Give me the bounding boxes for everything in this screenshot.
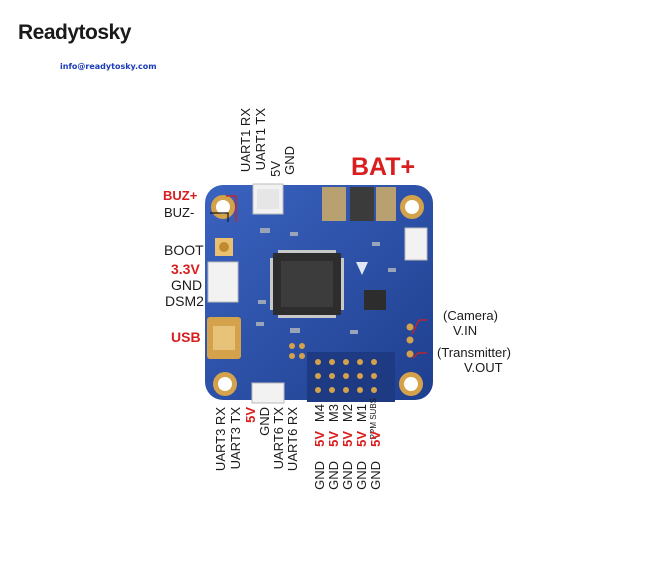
bottom-pin-label: GND <box>257 407 272 436</box>
buz-plus-label: BUZ+ <box>163 188 198 203</box>
motor-label: M4 <box>312 404 327 423</box>
bat-pad-2 <box>350 187 374 221</box>
vin-label: V.IN <box>453 323 478 338</box>
bottom-pin-label: 5V <box>243 407 258 423</box>
motor-gnd-label: GND <box>340 461 355 490</box>
motor-5v-label: 5V <box>368 431 383 447</box>
vout-label: V.OUT <box>464 360 503 375</box>
motor-label: M2 <box>340 404 355 423</box>
mounting-holes <box>211 195 424 396</box>
top-pin-label: UART1 RX <box>238 108 253 173</box>
buz-minus-label: BUZ- <box>164 205 195 220</box>
motor-5v-label: 5V <box>326 431 341 447</box>
motor-label: M3 <box>326 404 341 423</box>
transmitter-label: (Transmitter) <box>437 345 511 360</box>
motor-label: M1 <box>354 404 369 423</box>
dsm2-label: DSM2 <box>165 293 204 309</box>
camera-label: (Camera) <box>443 308 498 323</box>
brand-logo: Readytosky <box>18 21 131 44</box>
motor-gnd-label: GND <box>354 461 369 490</box>
bat-label: BAT+ <box>351 153 416 181</box>
usb-label: USB <box>171 329 201 345</box>
v33-label: 3.3V <box>171 261 200 277</box>
side-connector <box>207 261 239 303</box>
brand-email: info@readytosky.com <box>60 62 157 71</box>
motor-gnd-label: GND <box>368 461 383 490</box>
bottom-pin-label: UART3 RX <box>213 407 228 472</box>
right-connector <box>404 227 428 261</box>
top-pin-label: UART1 TX <box>253 108 268 171</box>
motor-5v-label: 5V <box>354 431 369 447</box>
bottom-pin-label: UART6 RX <box>285 407 300 472</box>
motor-5v-label: 5V <box>340 431 355 447</box>
boot-label: BOOT <box>164 242 204 258</box>
bottom-pin-label: UART3 TX <box>228 407 243 470</box>
bottom-pin-label: UART6 TX <box>271 407 286 470</box>
gnd-left-label: GND <box>171 277 203 293</box>
motor-pin-header <box>289 343 377 393</box>
bat-pad-3 <box>376 187 396 221</box>
motor-5v-label: 5V <box>312 431 327 447</box>
gyro-chip <box>364 290 386 310</box>
top-pin-label: 5V <box>268 161 283 177</box>
top-pin-label: GND <box>282 146 297 175</box>
bat-pad-1 <box>322 187 346 221</box>
uart-bottom-connector <box>251 382 285 404</box>
motor-gnd-label: GND <box>326 461 341 490</box>
video-pads <box>406 323 414 358</box>
motor-gnd-label: GND <box>312 461 327 490</box>
